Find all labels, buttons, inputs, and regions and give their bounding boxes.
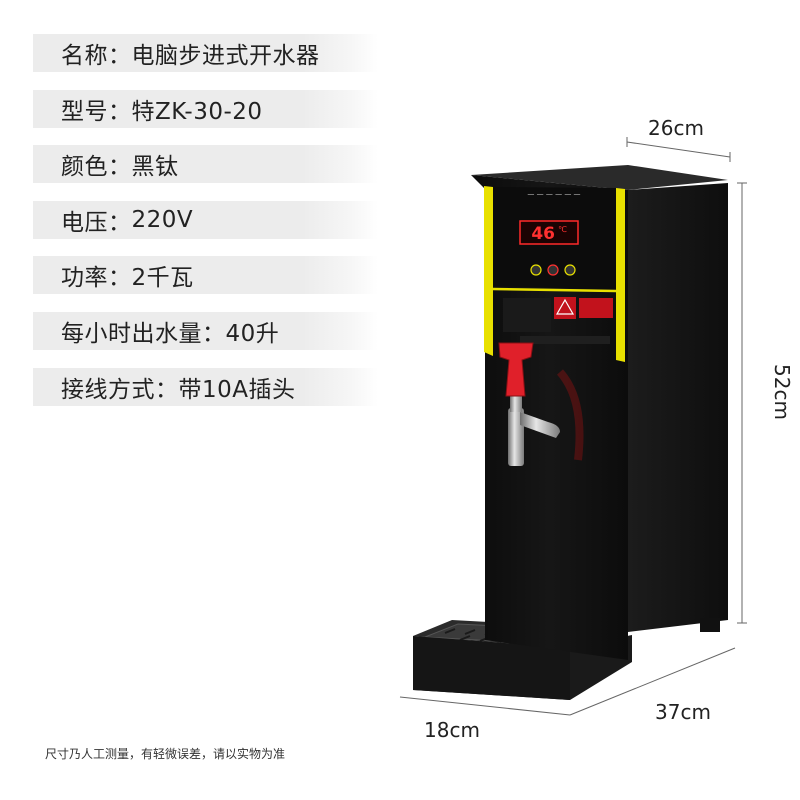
spec-row-color: 颜色：黑钛: [33, 145, 378, 184]
foot: [700, 618, 720, 632]
accent-strip-right: [616, 188, 625, 362]
dimension-height-label: 52cm: [769, 364, 794, 420]
accent-strip-left: [484, 186, 493, 356]
drip-tray-front: [413, 636, 570, 700]
panel-brand-text: — — — — — —: [527, 190, 580, 198]
spec-value: 2千瓦: [131, 265, 194, 292]
spec-separator: ：: [108, 154, 132, 181]
reflection: [556, 369, 584, 461]
body-top: [471, 165, 728, 190]
spec-value: 特ZK-30-20: [131, 98, 263, 125]
tap-neck: [510, 394, 522, 412]
tap-handle[interactable]: [498, 342, 534, 397]
spec-label: 接线方式: [61, 376, 155, 403]
panel-divider: [492, 287, 617, 293]
spec-value: 220V: [131, 206, 194, 233]
control-button-right[interactable]: [564, 264, 576, 276]
temperature-display-reading: 46: [531, 224, 555, 244]
spec-value: 电脑步进式开水器: [131, 43, 320, 69]
body-front: [471, 175, 628, 660]
spec-separator: ：: [108, 98, 132, 125]
spec-value: 带10A插头: [178, 376, 296, 403]
warning-triangle-icon: [555, 298, 575, 315]
dimension-front-label: 18cm: [424, 718, 480, 742]
info-strip: [520, 336, 610, 344]
spec-label: 电压: [61, 209, 108, 236]
spec-separator: ：: [155, 376, 179, 403]
dimension-depth-label: 37cm: [655, 700, 711, 724]
dim-line-front: [399, 696, 571, 716]
spec-label: 颜色: [61, 154, 108, 181]
footnote: 尺寸乃人工测量，有轻微误差，请以实物为准: [45, 747, 286, 761]
warning-label-left: [503, 298, 551, 332]
temperature-display-unit: ℃: [558, 225, 567, 234]
spec-label: 功率: [61, 265, 108, 292]
warning-label-right: [579, 298, 613, 318]
temperature-display[interactable]: [519, 220, 579, 245]
spec-row-model: 型号：特ZK-30-20: [33, 89, 378, 128]
body-side-panel: [628, 183, 728, 632]
spec-row-voltage: 电压：220V: [33, 200, 378, 239]
spec-label: 型号: [61, 98, 108, 125]
spec-list: 名称：电脑步进式开水器 型号：特ZK-30-20 颜色：黑钛 电压：220V 功…: [33, 34, 378, 423]
control-button-left[interactable]: [530, 264, 542, 276]
spec-label: 名称: [61, 43, 108, 69]
spec-label: 每小时出水量: [61, 320, 202, 347]
spec-value: 黑钛: [131, 154, 179, 181]
dim-line-width: [626, 141, 731, 158]
spec-value: 40升: [225, 320, 280, 347]
control-button-middle[interactable]: [547, 264, 559, 276]
spec-row-name: 名称：电脑步进式开水器: [33, 34, 378, 72]
spec-row-output: 每小时出水量：40升: [33, 311, 378, 350]
spec-separator: ：: [108, 209, 132, 236]
dim-line-depth: [569, 647, 736, 716]
spec-separator: ：: [202, 320, 226, 347]
tap-pipe: [520, 412, 560, 438]
spec-row-wiring: 接线方式：带10A插头: [33, 367, 378, 406]
spec-separator: ：: [108, 43, 132, 69]
dimension-width-label: 26cm: [648, 116, 704, 140]
spec-row-power: 功率：2千瓦: [33, 256, 378, 295]
spec-separator: ：: [108, 265, 132, 292]
